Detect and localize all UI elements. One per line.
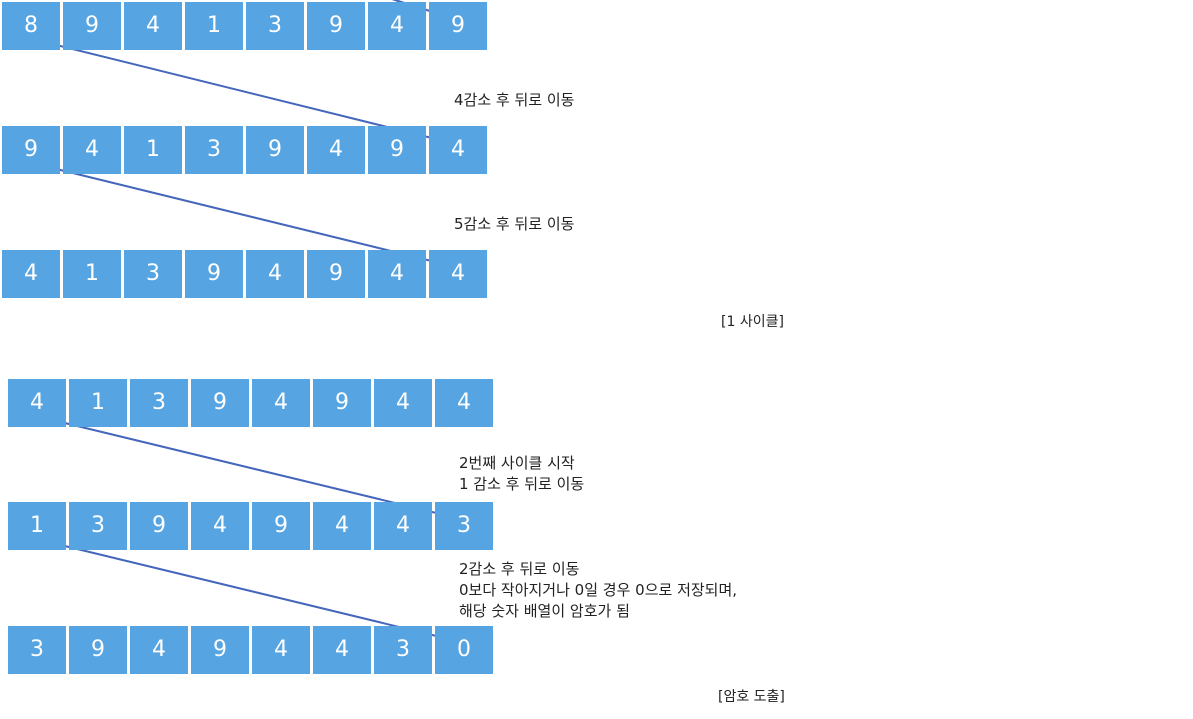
note-line: 2번째 사이클 시작: [459, 454, 575, 472]
note-line: 0보다 작아지거나 0일 경우 0으로 저장되며,: [459, 581, 738, 599]
array-cell: 1: [69, 379, 127, 427]
array-cell: 4: [307, 126, 365, 174]
array-cell: 9: [313, 379, 371, 427]
array-cell: 0: [435, 626, 493, 674]
array-cell: 4: [191, 502, 249, 550]
array-cell: 9: [191, 379, 249, 427]
array-cell: 4: [124, 2, 182, 50]
array-cell: 9: [63, 2, 121, 50]
array-cell: 4: [313, 502, 371, 550]
note-line: 1 감소 후 뒤로 이동: [459, 475, 585, 493]
array-cell: 3: [124, 250, 182, 298]
array-cell: 4: [429, 126, 487, 174]
array-cell: 9: [185, 250, 243, 298]
array-cell: 4: [374, 502, 432, 550]
array-cell: 9: [307, 250, 365, 298]
array-cell: 1: [124, 126, 182, 174]
array-cell: 1: [8, 502, 66, 550]
move-arrow: [35, 163, 453, 268]
array-cell: 4: [130, 626, 188, 674]
array-cell: 9: [246, 126, 304, 174]
array-cell: 4: [429, 250, 487, 298]
array-cell: 1: [63, 250, 121, 298]
array-cell: 3: [435, 502, 493, 550]
step-note: 5감소 후 뒤로 이동: [454, 215, 575, 233]
array-cell: 4: [374, 379, 432, 427]
array-cell: 4: [368, 2, 426, 50]
array-cell: 4: [252, 626, 310, 674]
cycle-caption: [1 사이클]: [721, 314, 784, 330]
array-cell: 3: [374, 626, 432, 674]
array-cell: 9: [429, 2, 487, 50]
array-cell: 9: [130, 502, 188, 550]
step-note: 2감소 후 뒤로 이동 0보다 작아지거나 0일 경우 0으로 저장되며, 해당…: [459, 559, 737, 622]
move-arrow: [35, 39, 453, 145]
note-line: 2감소 후 뒤로 이동: [459, 560, 580, 578]
array-cell: 3: [246, 2, 304, 50]
array-cell: 4: [435, 379, 493, 427]
move-arrow: [39, 416, 458, 521]
array-cell: 4: [8, 379, 66, 427]
array-cell: 3: [8, 626, 66, 674]
array-cell: 4: [252, 379, 310, 427]
array-cell: 1: [185, 2, 243, 50]
array-cell: 3: [185, 126, 243, 174]
step-note: 4감소 후 뒤로 이동: [454, 91, 575, 109]
note-line: 해당 숫자 배열이 암호가 됨: [459, 602, 630, 620]
array-cell: 4: [368, 250, 426, 298]
array-cell: 9: [368, 126, 426, 174]
array-cell: 4: [313, 626, 371, 674]
move-arrow: [391, 0, 453, 20]
array-cell: 9: [69, 626, 127, 674]
array-cell: 8: [2, 2, 60, 50]
array-cell: 4: [246, 250, 304, 298]
array-cell: 9: [307, 2, 365, 50]
array-cell: 4: [63, 126, 121, 174]
array-cell: 4: [2, 250, 60, 298]
array-cell: 9: [2, 126, 60, 174]
array-cell: 9: [252, 502, 310, 550]
array-cell: 3: [130, 379, 188, 427]
step-note: 2번째 사이클 시작 1 감소 후 뒤로 이동: [459, 453, 584, 495]
result-caption: [암호 도출]: [718, 689, 785, 705]
move-arrow: [39, 539, 458, 644]
array-cell: 9: [191, 626, 249, 674]
array-cell: 3: [69, 502, 127, 550]
